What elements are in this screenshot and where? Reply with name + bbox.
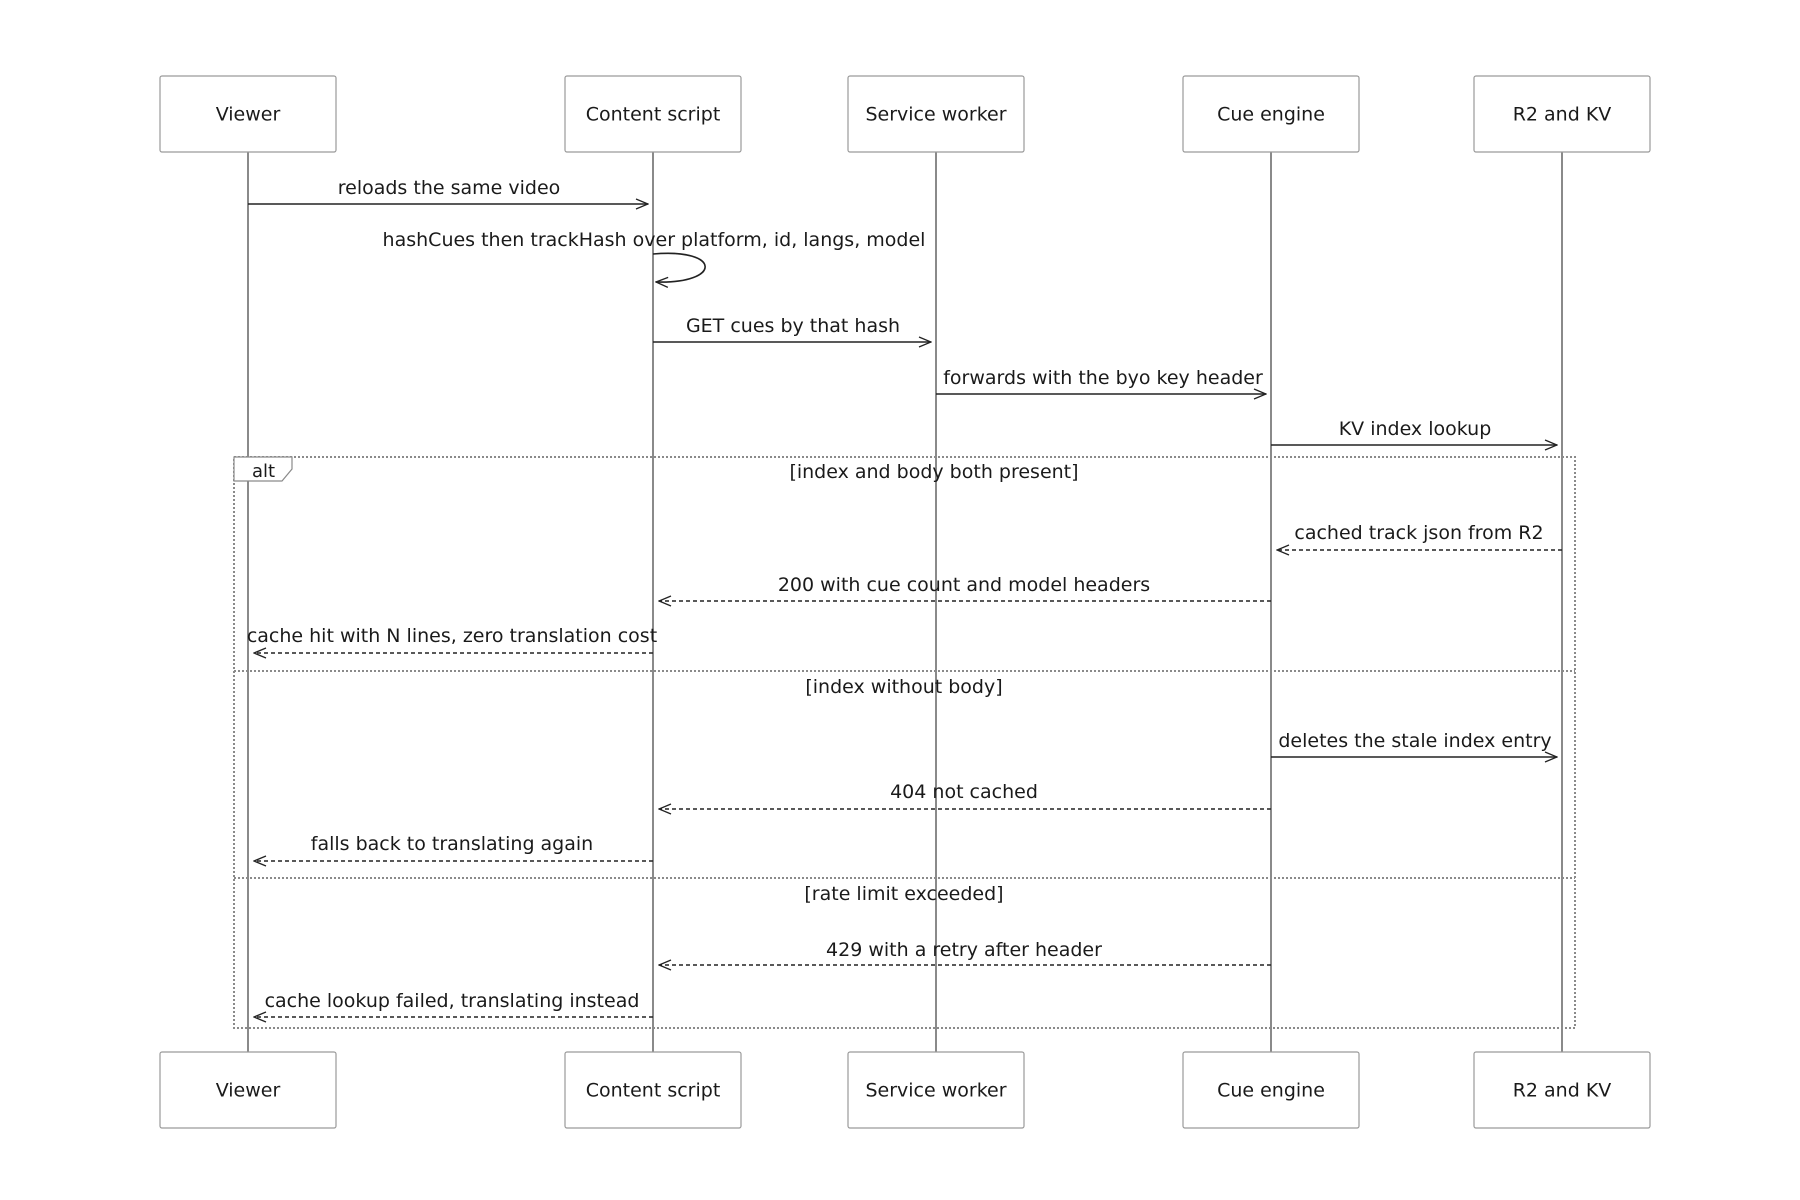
alt-frame-tab: [233, 456, 293, 482]
participant-label: Content script: [586, 1080, 721, 1102]
message-label: cache hit with N lines, zero translation…: [247, 625, 657, 647]
messages: reloads the same video hashCues then tra…: [248, 177, 1557, 445]
participant-box-service-worker: [847, 1051, 1025, 1129]
lifelines: [247, 152, 1563, 1052]
message-label: 404 not cached: [890, 781, 1038, 803]
participant-label: Cue engine: [1217, 104, 1325, 126]
participants-bottom: Viewer Content script Service worker Cue…: [159, 1051, 1651, 1129]
participant-label: Service worker: [865, 1080, 1006, 1102]
alt-section-1-messages: cached track json from R2 200 with cue c…: [247, 522, 1562, 653]
participant-box-content-script: [564, 75, 742, 153]
alt-frame-label: alt: [252, 461, 275, 482]
participant-label: Viewer: [216, 104, 281, 126]
alt-section-3-messages: 429 with a retry after header cache look…: [254, 939, 1271, 1017]
message-label: GET cues by that hash: [686, 315, 900, 337]
participant-box-r2-and-kv: [1473, 75, 1651, 153]
participant-box-content-script: [564, 1051, 742, 1129]
message-label: cache lookup failed, translating instead: [265, 990, 640, 1012]
message-label: reloads the same video: [338, 177, 561, 199]
alt-guard-1: [index and body both present]: [789, 461, 1078, 483]
self-message-loop: [652, 252, 706, 282]
participant-box-cue-engine: [1182, 75, 1360, 153]
participant-box-viewer: [159, 75, 337, 153]
participant-label: Viewer: [216, 1080, 281, 1102]
message-label: hashCues then trackHash over platform, i…: [383, 229, 926, 251]
participant-box-cue-engine: [1182, 1051, 1360, 1129]
participant-box-viewer: [159, 1051, 337, 1129]
participant-box-r2-and-kv: [1473, 1051, 1651, 1129]
message-label: falls back to translating again: [311, 833, 593, 855]
alt-guard-3: [rate limit exceeded]: [804, 883, 1003, 905]
message-label: deletes the stale index entry: [1278, 730, 1551, 752]
participant-label: Service worker: [865, 104, 1006, 126]
participant-label: Cue engine: [1217, 1080, 1325, 1102]
participant-label: R2 and KV: [1513, 1080, 1612, 1102]
participants-top: Viewer Content script Service worker Cue…: [159, 75, 1651, 153]
participant-label: R2 and KV: [1513, 104, 1612, 126]
alt-frame: alt [index and body both present] [index…: [233, 456, 1576, 1029]
message-label: KV index lookup: [1339, 418, 1492, 440]
participant-label: Content script: [586, 104, 721, 126]
alt-guard-2: [index without body]: [805, 676, 1002, 698]
message-label: 429 with a retry after header: [826, 939, 1102, 961]
message-label: forwards with the byo key header: [943, 367, 1263, 389]
participant-box-service-worker: [847, 75, 1025, 153]
message-label: cached track json from R2: [1294, 522, 1543, 544]
alt-section-2-messages: deletes the stale index entry 404 not ca…: [254, 730, 1557, 861]
message-label: 200 with cue count and model headers: [778, 574, 1150, 596]
